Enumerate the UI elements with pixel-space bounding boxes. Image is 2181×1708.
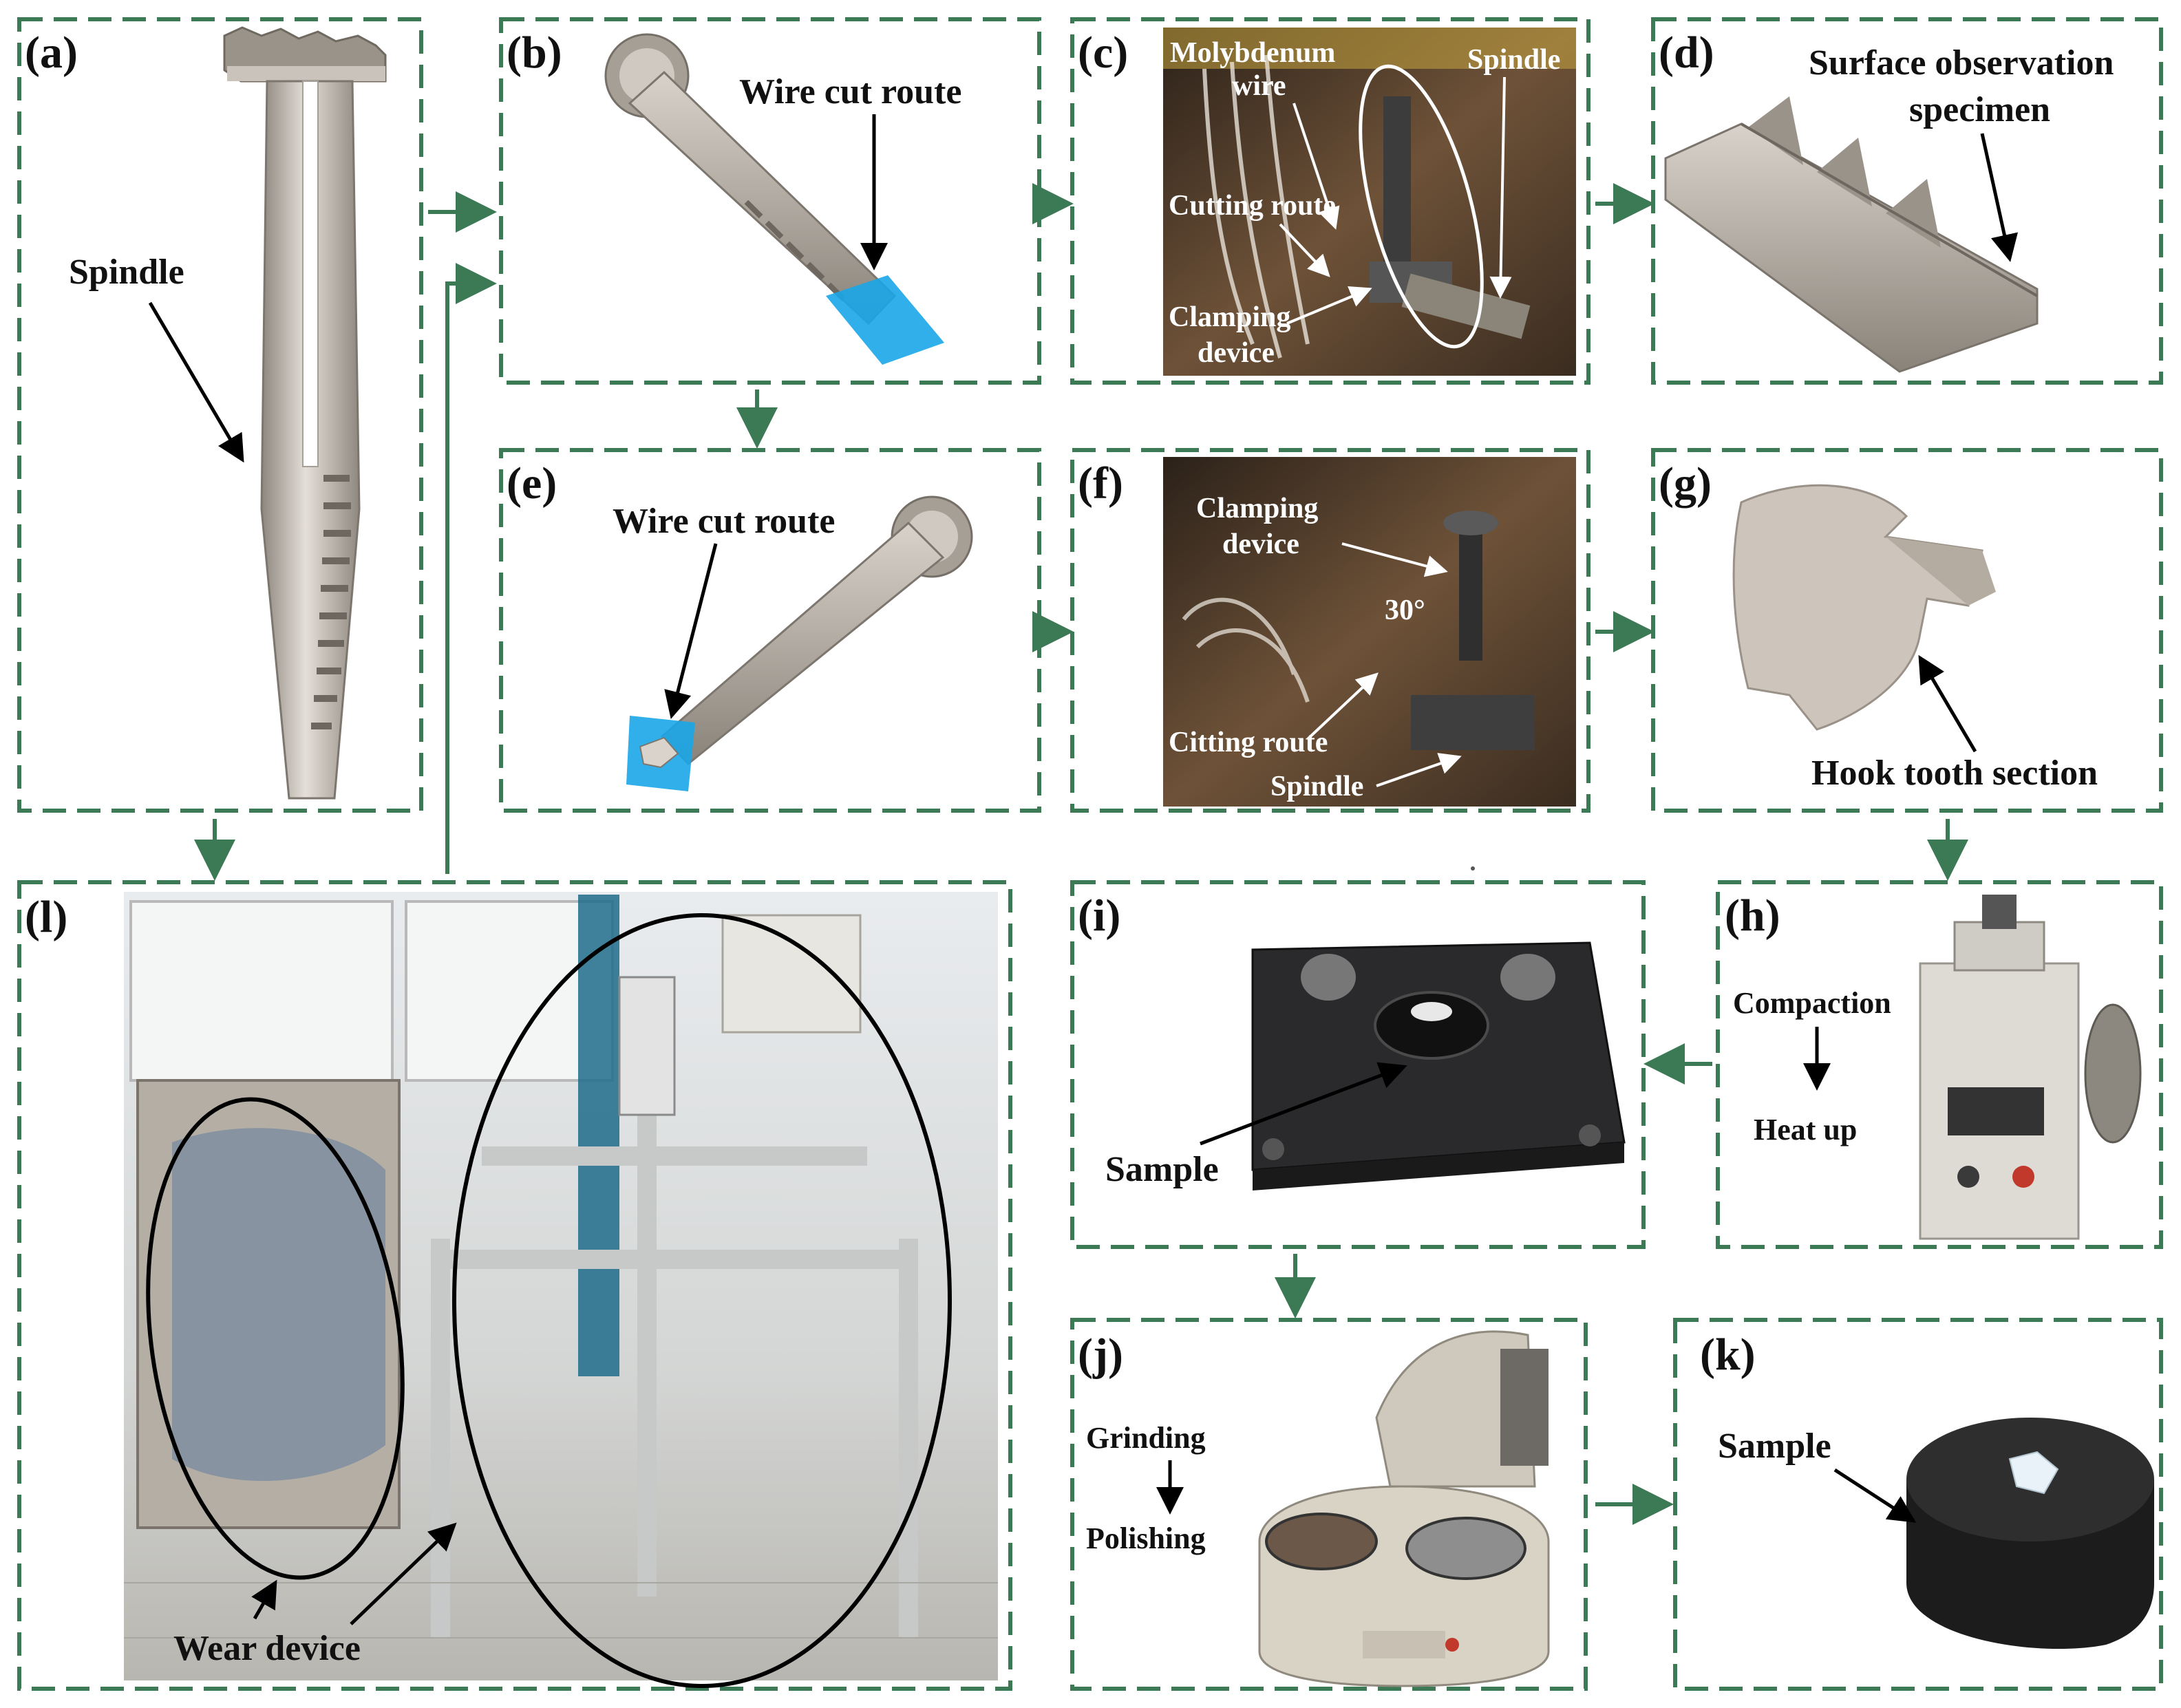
spindle-oblique-drawing [604,33,944,365]
stray-dot [1471,866,1475,871]
panel-k-frame [1673,1318,2163,1691]
panel-g: (g) Hook tooth section [1659,458,2098,793]
panel-c-frame [1070,17,1590,385]
spindle-label: Spindle [69,253,184,292]
sample-pointer-k [1833,1468,1917,1523]
panel-h: (h) Compaction Heat up [1725,890,2142,1240]
panel-c-tag: (c) [1078,28,1128,78]
sample-pointer-i [1200,1062,1407,1146]
wear-device-label: Wear device [173,1629,361,1668]
wire-label: wire [1232,70,1286,102]
spindle-pointer-c [1489,76,1512,299]
panel-l-frame [17,880,1012,1691]
panel-c: (c) Molybdenum wire Spindle Cutting rout… [1078,28,1576,376]
panel-f-tag: (f) [1078,458,1123,509]
cutting-route-label-f: Citting route [1169,727,1328,758]
mold-plate-photo [1251,941,1626,1191]
cut-plane-b [826,275,944,365]
gantry-highlight [452,913,952,1688]
panel-g-tag: (g) [1659,458,1712,509]
specimen-drawing [1664,96,2039,373]
spindle-pointer [148,301,244,463]
mounting-press-photo [1919,895,2142,1240]
spindle-pointer-f [1376,753,1462,787]
panel-d: (d) Surface observation specimen [1659,28,2114,373]
wire-cut-route-label-b: Wire cut route [739,72,962,111]
panel-f: (f) Clamping device 30° Citting route Sp… [1078,457,1576,807]
panel-f-frame [1070,448,1590,813]
device-label-f: device [1222,529,1299,560]
spindle-cut-drawing [626,495,973,791]
panel-j-frame [1070,1318,1588,1691]
panel-h-tag: (h) [1725,890,1780,941]
panel-k-tag: (k) [1700,1330,1756,1380]
wear-device-pointer-1 [251,1579,277,1620]
cutting-route-label-c: Cutting route [1169,190,1336,222]
spindle-label-c: Spindle [1467,44,1560,76]
panel-e-tag: (e) [507,458,557,509]
clamping-pointer-f [1341,542,1448,577]
sample-label-i: Sample [1105,1150,1219,1189]
mounted-sample-photo [1906,1418,2154,1649]
panel-e: (e) Wire cut route [507,458,973,791]
grinding-label: Grinding [1086,1421,1206,1455]
angle-label-f: 30° [1385,595,1425,626]
panel-d-tag: (d) [1659,28,1714,78]
molybdenum-label: Molybdenum [1170,37,1335,69]
flow-arrow-l-b [445,263,497,874]
panel-k: (k) Sample [1700,1330,2154,1649]
panel-b: (b) Wire cut route [507,28,962,365]
wear-device-pointer-2 [350,1522,457,1625]
panel-a: (a) Spindle [25,26,387,800]
polishing-label: Polishing [1086,1522,1206,1555]
device-label-c: device [1198,337,1275,369]
panel-i: (i) Sample [1078,890,1626,1191]
specimen-label: specimen [1909,90,2050,129]
compaction-label: Compaction [1733,986,1891,1020]
wire-pointer-c [1292,103,1340,230]
clamping-label-c: Clamping [1169,301,1290,333]
panel-e-frame [499,448,1041,813]
cabinet-highlight [146,1097,405,1580]
sample-label-k: Sample [1718,1427,1831,1466]
panel-l: (l) Wear device [25,892,998,1688]
grinding-machine-photo [1258,1330,1550,1687]
panel-b-frame [499,17,1041,385]
hook-tooth-pointer [1918,654,1977,753]
spindle-label-f: Spindle [1270,771,1363,802]
panel-h-frame [1716,880,2163,1249]
wire-cut-pointer-e [664,543,718,719]
hook-tooth-section-drawing [1732,484,1996,731]
clamping-label-f: Clamping [1196,493,1318,524]
specimen-pointer [1980,133,2019,262]
hook-tooth-section-label: Hook tooth section [1811,754,2098,793]
clamping-pointer-c [1286,286,1372,325]
panel-a-frame [17,17,423,813]
panel-b-tag: (b) [507,28,562,78]
panel-j: (j) Grinding Polishing [1078,1330,1550,1687]
panel-j-tag: (j) [1078,1330,1123,1380]
cutting-route-pointer-c [1279,223,1330,277]
heat-up-label: Heat up [1754,1113,1857,1146]
panel-i-tag: (i) [1078,890,1120,941]
spindle-drawing [223,26,387,800]
surface-observation-label: Surface observation [1809,43,2114,83]
panel-l-tag: (l) [25,892,67,942]
panel-i-frame [1070,880,1646,1249]
wire-cut-route-label-e: Wire cut route [613,502,836,541]
cutting-route-pointer-f [1306,672,1379,740]
panel-a-tag: (a) [25,28,78,78]
